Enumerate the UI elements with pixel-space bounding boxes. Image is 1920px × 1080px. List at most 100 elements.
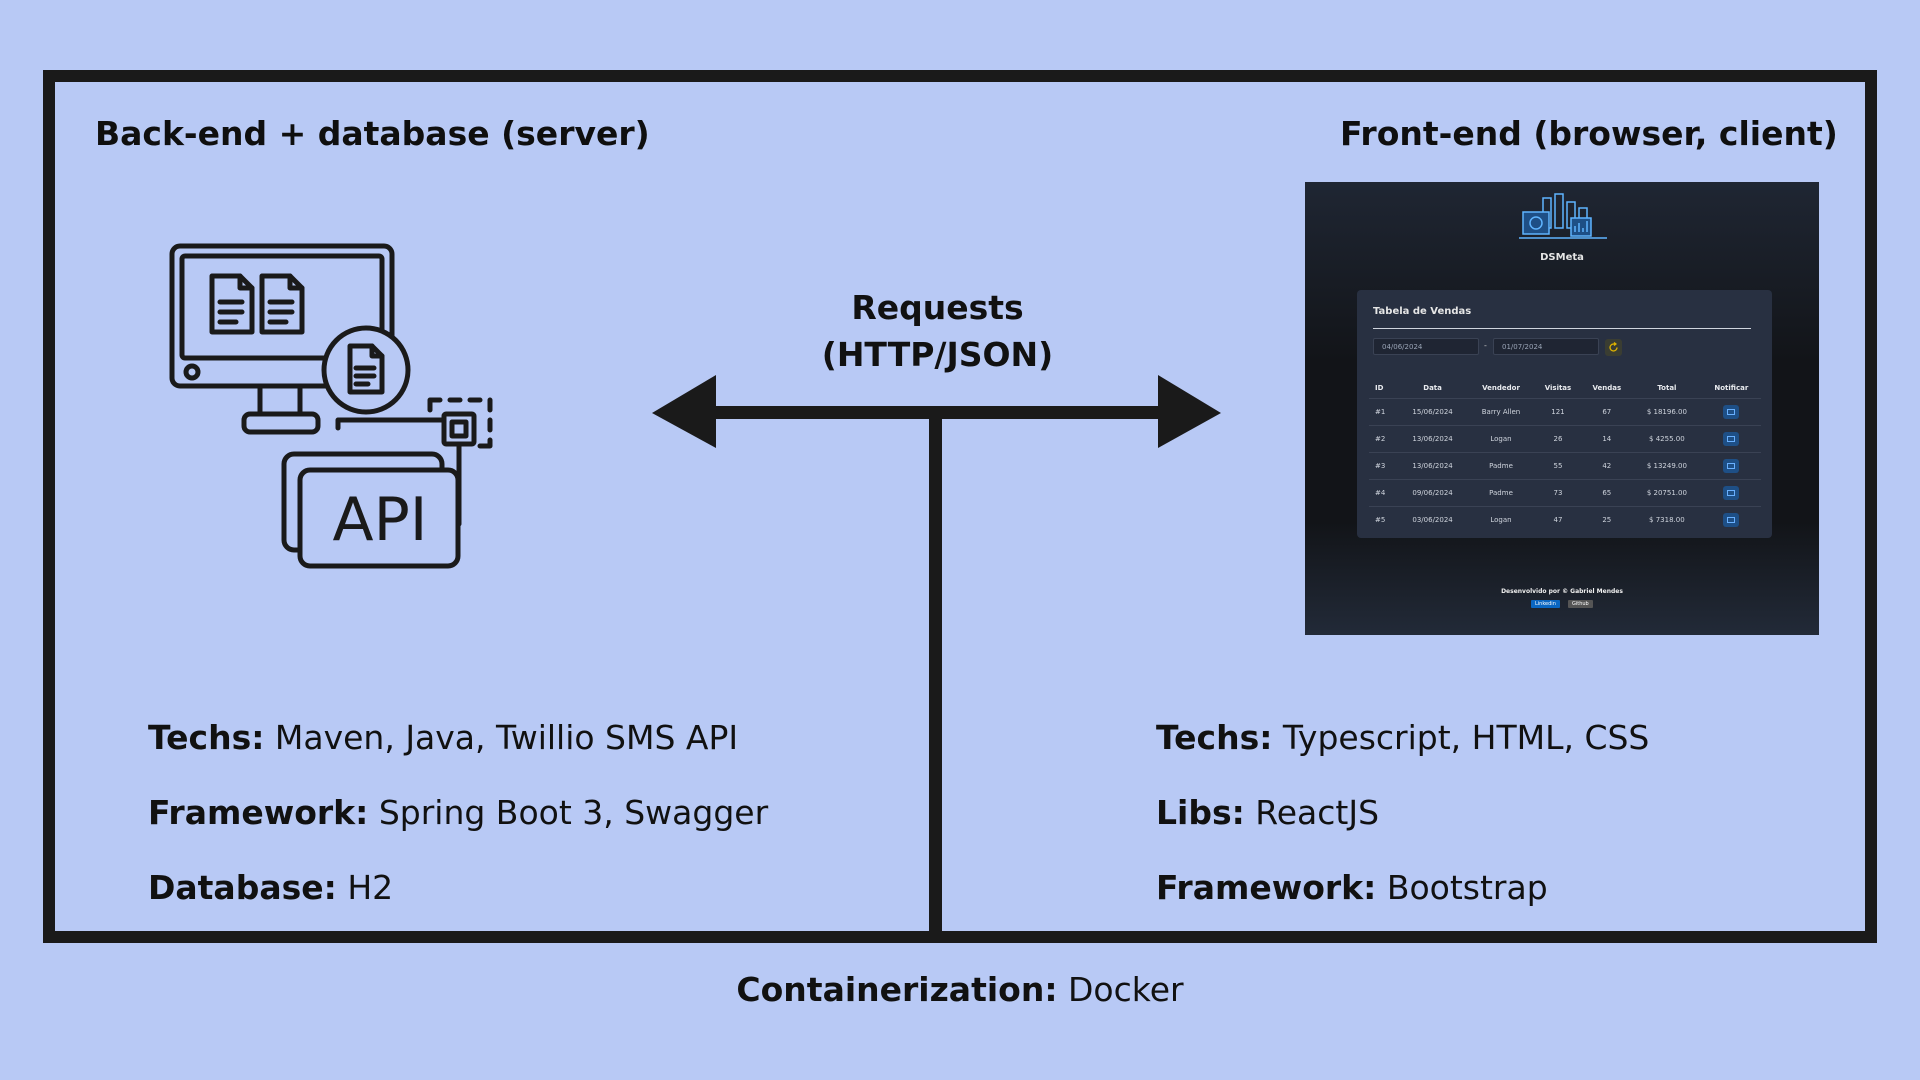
cell: 14 — [1581, 425, 1633, 453]
notify-button[interactable] — [1723, 405, 1740, 419]
api-label: API — [333, 485, 428, 555]
app-footer: Desenvolvido por © Gabriel Mendes — [1501, 588, 1623, 595]
backend-database-value: H2 — [336, 868, 394, 907]
frontend-heading: Front-end (browser, client) — [1340, 114, 1838, 153]
notify-button[interactable] — [1723, 459, 1740, 473]
cell: #2 — [1369, 425, 1398, 453]
cell: #4 — [1369, 479, 1398, 507]
col-notificar: Notificar — [1714, 384, 1749, 392]
backend-database: Database: H2 — [148, 868, 393, 907]
linkedin-button[interactable]: Linkedin — [1531, 600, 1560, 608]
cell: 26 — [1534, 425, 1582, 453]
refresh-button[interactable] — [1605, 339, 1622, 356]
frontend-framework-value: Bootstrap — [1376, 868, 1548, 907]
table-row: #3 13/06/2024 Padme 55 42 $ 13249.00 — [1369, 452, 1761, 480]
mail-icon — [1727, 517, 1736, 523]
cell: $ 7318.00 — [1632, 506, 1702, 533]
table-row: #4 09/06/2024 Padme 73 65 $ 20751.00 — [1369, 479, 1761, 507]
dsmeta-app-screenshot: DSMeta Tabela de Vendas 04/06/2024 - 01/… — [1305, 182, 1819, 635]
dashboard-logo-icon — [1519, 193, 1607, 239]
backend-framework-value: Spring Boot 3, Swagger — [368, 793, 769, 832]
notify-button[interactable] — [1723, 432, 1740, 446]
mail-icon — [1727, 409, 1736, 415]
date-to-input[interactable]: 01/07/2024 — [1493, 338, 1599, 355]
notify-button[interactable] — [1723, 513, 1740, 527]
containerization-label: Containerization: — [736, 970, 1058, 1009]
table-row: #5 03/06/2024 Logan 47 25 $ 7318.00 — [1369, 506, 1761, 533]
frontend-techs-value: Typescript, HTML, CSS — [1272, 718, 1650, 757]
col-data: Data — [1423, 384, 1442, 392]
cell: 67 — [1581, 398, 1633, 426]
diagram-frame — [43, 70, 1877, 943]
app-name: DSMeta — [1540, 252, 1584, 263]
frontend-framework: Framework: Bootstrap — [1156, 868, 1548, 907]
col-vendedor: Vendedor — [1482, 384, 1520, 392]
cell: $ 13249.00 — [1632, 452, 1702, 480]
cell — [1701, 425, 1761, 453]
cell: Barry Allen — [1467, 398, 1535, 426]
cell: 55 — [1534, 452, 1582, 480]
cell: 47 — [1534, 506, 1582, 533]
col-vendas: Vendas — [1592, 384, 1622, 392]
containerization: Containerization: Docker — [0, 970, 1920, 1009]
backend-database-label: Database: — [148, 868, 337, 907]
cell: 13/06/2024 — [1397, 425, 1468, 453]
table-header-row: ID Data Vendedor Visitas Vendas Total No… — [1369, 378, 1761, 399]
cell: Logan — [1467, 425, 1535, 453]
notify-button[interactable] — [1723, 486, 1740, 500]
requests-label-line1: Requests — [851, 288, 1024, 327]
cell: 42 — [1581, 452, 1633, 480]
frontend-techs: Techs: Typescript, HTML, CSS — [1156, 718, 1649, 757]
api-server-icon: API — [169, 243, 493, 569]
mail-icon — [1727, 436, 1736, 442]
cell — [1701, 452, 1761, 480]
frontend-libs: Libs: ReactJS — [1156, 793, 1379, 832]
table-row: #2 13/06/2024 Logan 26 14 $ 4255.00 — [1369, 425, 1761, 453]
table-row: #1 15/06/2024 Barry Allen 121 67 $ 18196… — [1369, 398, 1761, 426]
frontend-libs-label: Libs: — [1156, 793, 1245, 832]
card-divider — [1373, 328, 1751, 329]
cell: 121 — [1534, 398, 1582, 426]
mail-icon — [1727, 463, 1736, 469]
cell: 03/06/2024 — [1397, 506, 1468, 533]
card-title: Tabela de Vendas — [1373, 306, 1472, 317]
frontend-framework-label: Framework: — [1156, 868, 1377, 907]
col-visitas: Visitas — [1544, 384, 1572, 392]
backend-techs-label: Techs: — [148, 718, 265, 757]
sales-card: Tabela de Vendas 04/06/2024 - 01/07/2024… — [1357, 290, 1772, 538]
cell: #3 — [1369, 452, 1398, 480]
cell: $ 20751.00 — [1632, 479, 1702, 507]
cell: 13/06/2024 — [1397, 452, 1468, 480]
date-separator: - — [1484, 341, 1487, 350]
backend-heading: Back-end + database (server) — [95, 114, 650, 153]
mail-icon — [1727, 490, 1736, 496]
cell: 65 — [1581, 479, 1633, 507]
cell: $ 4255.00 — [1632, 425, 1702, 453]
refresh-icon — [1609, 342, 1618, 352]
cell: #1 — [1369, 398, 1398, 426]
sales-table: ID Data Vendedor Visitas Vendas Total No… — [1369, 378, 1761, 533]
col-id: ID — [1375, 384, 1384, 392]
cell: 73 — [1534, 479, 1582, 507]
backend-techs-value: Maven, Java, Twillio SMS API — [264, 718, 739, 757]
cell: Padme — [1467, 452, 1535, 480]
cell — [1701, 479, 1761, 507]
cell: #5 — [1369, 506, 1398, 533]
requests-label-line2: (HTTP/JSON) — [821, 335, 1054, 374]
frontend-libs-value: ReactJS — [1244, 793, 1380, 832]
cell: Padme — [1467, 479, 1535, 507]
backend-techs: Techs: Maven, Java, Twillio SMS API — [148, 718, 738, 757]
github-button[interactable]: Github — [1568, 600, 1593, 608]
date-from-input[interactable]: 04/06/2024 — [1373, 338, 1479, 355]
cell: Logan — [1467, 506, 1535, 533]
cell: $ 18196.00 — [1632, 398, 1702, 426]
cell — [1701, 506, 1761, 533]
col-total: Total — [1657, 384, 1677, 392]
requests-label: Requests (HTTP/JSON) — [780, 284, 1095, 378]
backend-framework-label: Framework: — [148, 793, 369, 832]
containerization-value: Docker — [1057, 970, 1184, 1009]
cell: 15/06/2024 — [1397, 398, 1468, 426]
cell: 25 — [1581, 506, 1633, 533]
backend-framework: Framework: Spring Boot 3, Swagger — [148, 793, 768, 832]
